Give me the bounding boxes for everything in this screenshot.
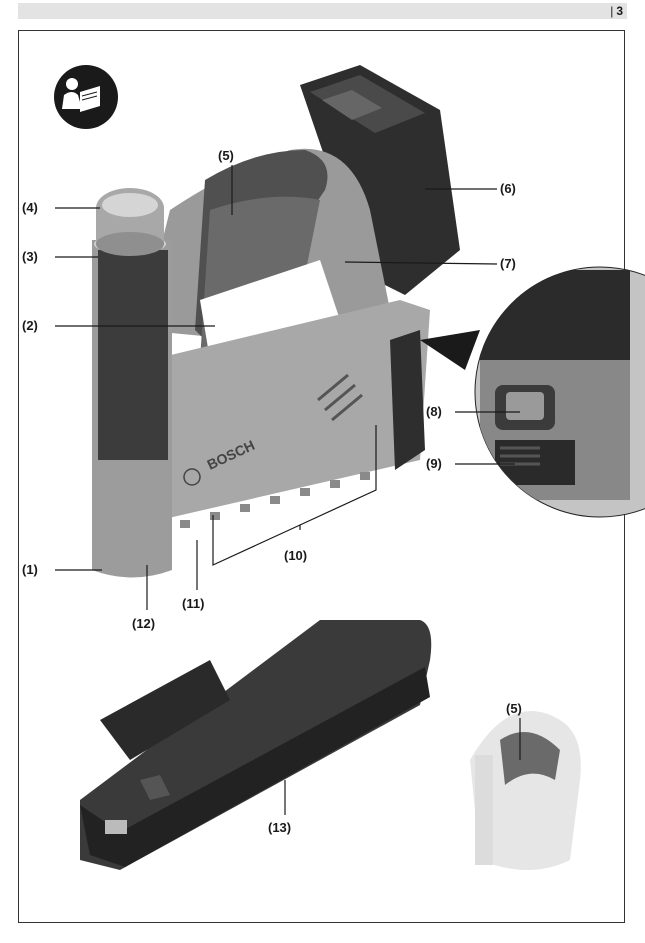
small-tool-outline — [470, 711, 581, 870]
inset-detail — [420, 266, 645, 518]
tool-body: BOSCH — [140, 148, 430, 528]
callout-2: (2) — [22, 318, 38, 333]
callout-11: (11) — [182, 596, 204, 611]
tool-magazine — [92, 188, 172, 578]
holster-accessory — [80, 620, 432, 870]
callout-5: (5) — [218, 148, 234, 163]
battery-pack — [300, 65, 460, 295]
callout-9: (9) — [426, 456, 442, 471]
callout-6: (6) — [500, 181, 516, 196]
header-bar — [18, 3, 627, 19]
callout-7: (7) — [500, 256, 516, 271]
callout-12: (12) — [132, 616, 155, 631]
callout-1: (1) — [22, 562, 38, 577]
page-number-value: 3 — [616, 4, 623, 18]
callout-13: (13) — [268, 820, 291, 835]
read-manual-icon — [54, 65, 118, 129]
callout-4: (4) — [22, 200, 38, 215]
callout-5-inset: (5) — [506, 701, 522, 716]
callout-8: (8) — [426, 404, 442, 419]
page-number: |3 — [610, 4, 623, 18]
callout-3: (3) — [22, 249, 38, 264]
callout-10: (10) — [284, 548, 307, 563]
leader-lines — [55, 165, 521, 815]
